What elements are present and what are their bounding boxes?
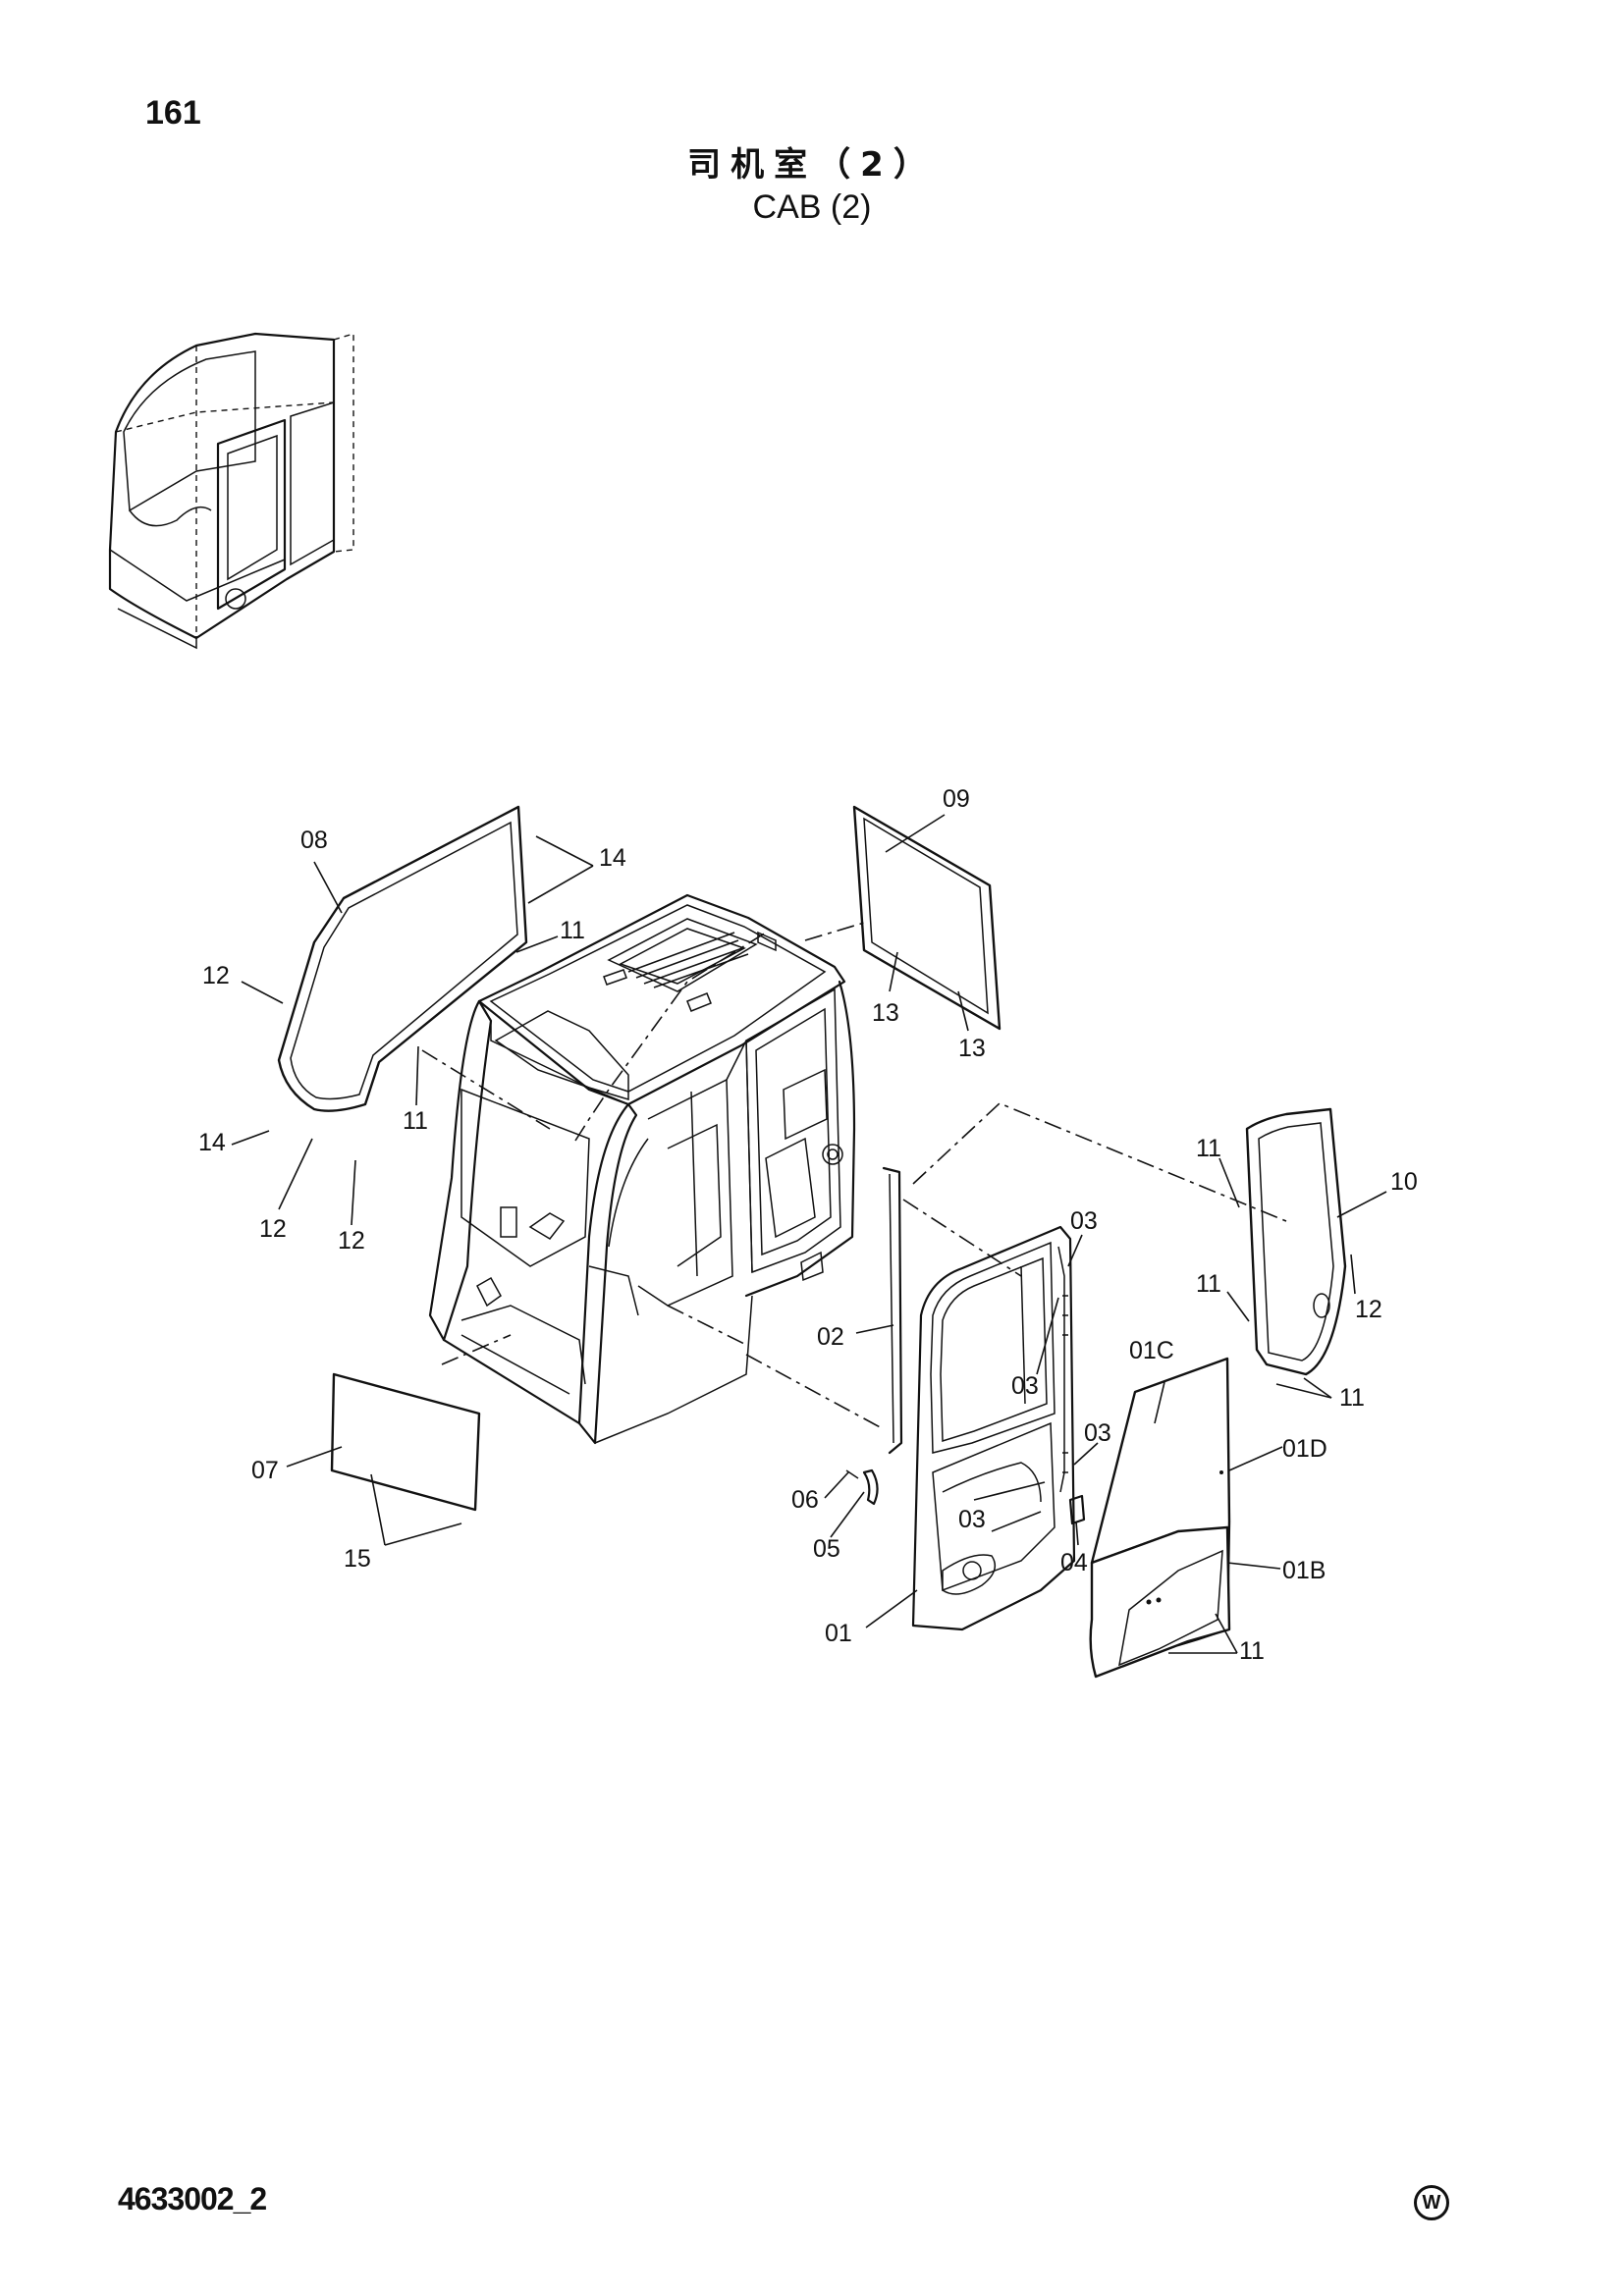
callout-01b: 01B [1282,1557,1326,1584]
part-06-screw [845,1469,859,1479]
callout-14-top: 14 [599,844,626,872]
callout-07: 07 [251,1457,279,1484]
callout-01: 01 [825,1620,852,1647]
part-02-seal [882,1166,903,1455]
callout-12-left: 12 [202,962,230,989]
callout-13-b: 13 [958,1035,986,1062]
callout-11-door-glass: 11 [1239,1637,1265,1665]
callout-11-top: 11 [560,917,585,944]
part-08-front-window [277,805,528,1112]
callout-12-bottom-b: 12 [338,1227,365,1255]
callout-11-right-mid: 11 [1196,1270,1221,1298]
leader-lines [231,814,1387,1654]
callout-03-top: 03 [1070,1207,1098,1235]
part-01c-door-glass [1089,1357,1231,1679]
callout-11-right-top: 11 [1196,1135,1221,1162]
callout-03-right: 03 [1084,1419,1111,1447]
part-09-roof-window [852,805,1001,1031]
diagram-title-chinese: 司机室（2） [687,145,937,185]
diagram-title-english: CAB (2) [752,188,872,226]
callout-11-mid: 11 [403,1107,428,1135]
part-10-side-window [1245,1107,1347,1376]
callout-06: 06 [791,1486,819,1514]
overview-cab-thumbnail [108,332,354,650]
cab-frame [428,893,856,1445]
callout-03-lower: 03 [958,1506,986,1533]
callout-09: 09 [943,785,970,813]
callout-01c: 01C [1129,1337,1174,1364]
part-04-block [1068,1494,1086,1525]
assembly-lines [421,922,1287,1430]
part-07-lower-window [330,1372,481,1512]
w-mark-icon: W [1414,2185,1449,2220]
callout-05: 05 [813,1535,840,1563]
callout-08: 08 [300,827,328,854]
callout-14-left: 14 [198,1129,226,1156]
callout-01d: 01D [1282,1435,1327,1463]
callout-12-bottom-a: 12 [259,1215,287,1243]
callout-13-a: 13 [872,999,899,1027]
page-number: 161 [145,94,201,132]
part-05-latch [862,1468,879,1506]
callout-11-right-bottom: 11 [1339,1384,1365,1412]
callout-03-mid: 03 [1011,1372,1039,1400]
callout-15: 15 [344,1545,371,1573]
callout-10: 10 [1390,1168,1418,1196]
callout-02: 02 [817,1323,844,1351]
callout-labels: 08 14 11 12 11 14 12 12 09 13 13 11 10 1… [198,785,1418,1665]
callout-12-right: 12 [1355,1296,1382,1323]
document-code: 4633002_2 [118,2181,267,2216]
part-01-door [911,1225,1076,1631]
callout-04: 04 [1060,1549,1088,1576]
